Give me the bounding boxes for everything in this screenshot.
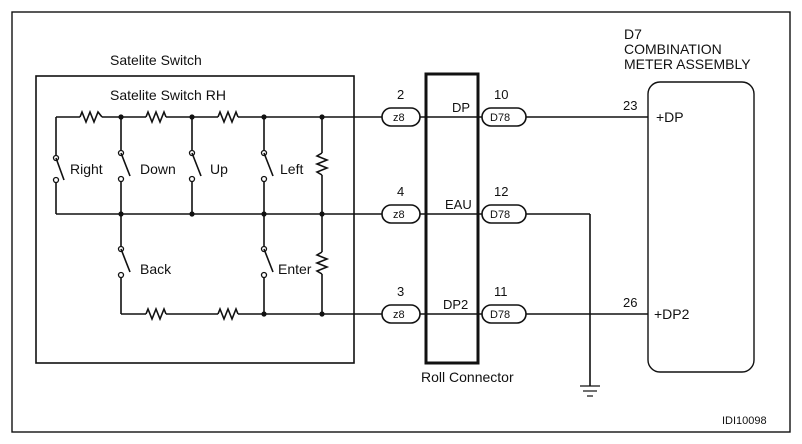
z8-code: z8 <box>393 209 405 221</box>
resistor-top-1 <box>79 109 103 125</box>
connector-line-dp2: z8 3 DP2 D78 11 <box>381 284 648 324</box>
switch-back-label: Back <box>140 261 172 277</box>
satelite-switch-rh-label: Satelite Switch RH <box>110 87 226 103</box>
satelite-switch-box <box>35 75 355 364</box>
switch-right: Right <box>52 117 103 214</box>
pin-left: 2 <box>397 87 404 102</box>
diagram-frame <box>11 11 791 433</box>
switch-down: Down <box>117 117 176 214</box>
z8-code: z8 <box>393 112 405 124</box>
z8-code: z8 <box>393 309 405 321</box>
switch-up-label: Up <box>210 161 228 177</box>
satelite-switch-title: Satelite Switch <box>110 52 202 68</box>
switch-right-label: Right <box>70 161 103 177</box>
resistor-top-3 <box>217 109 239 125</box>
switch-left: Left <box>260 117 303 214</box>
switch-enter: Enter <box>260 214 312 314</box>
d78-code: D78 <box>490 309 510 321</box>
meter-name-line1: COMBINATION <box>624 41 722 57</box>
pin-right: 12 <box>494 184 508 199</box>
pin-right: 10 <box>494 87 508 102</box>
meter-pin-26-label: +DP2 <box>654 306 690 322</box>
meter-name-line2: METER ASSEMBLY <box>624 56 751 72</box>
roll-connector-box <box>424 72 480 365</box>
meter-pin-26: 26 <box>623 295 637 310</box>
signal-label: DP <box>452 100 470 115</box>
signal-label: EAU <box>445 197 472 212</box>
pin-left: 4 <box>397 184 404 199</box>
resistor-bottom-1 <box>145 306 167 322</box>
junction-dots <box>118 114 325 317</box>
connector-line-dp: z8 2 DP D78 10 <box>381 87 648 127</box>
meter-code: D7 <box>624 26 642 42</box>
resistor-right-lower <box>314 214 330 314</box>
z8-connector <box>381 204 421 224</box>
connector-line-eau: z8 4 EAU D78 12 <box>381 184 591 386</box>
resistor-right-upper <box>314 117 330 214</box>
switch-left-label: Left <box>280 161 303 177</box>
meter-pin-23: 23 <box>623 98 637 113</box>
z8-connector <box>381 107 421 127</box>
roll-connector-label: Roll Connector <box>421 369 514 385</box>
combination-meter-box <box>647 81 755 373</box>
meter-pin-23-label: +DP <box>656 109 684 125</box>
figure-id: IDI10098 <box>722 415 767 427</box>
switch-up: Up <box>188 117 228 214</box>
resistor-top-2 <box>145 109 167 125</box>
ground-icon <box>580 385 600 397</box>
z8-connector <box>381 304 421 324</box>
resistor-bottom-2 <box>217 306 239 322</box>
pin-left: 3 <box>397 284 404 299</box>
switch-down-label: Down <box>140 161 176 177</box>
pin-right: 11 <box>494 284 508 299</box>
bottom-rail <box>121 306 382 322</box>
d78-code: D78 <box>490 112 510 124</box>
top-rail <box>56 109 382 125</box>
switch-back: Back <box>117 214 172 314</box>
d78-code: D78 <box>490 209 510 221</box>
switch-enter-label: Enter <box>278 261 312 277</box>
signal-label: DP2 <box>443 297 468 312</box>
